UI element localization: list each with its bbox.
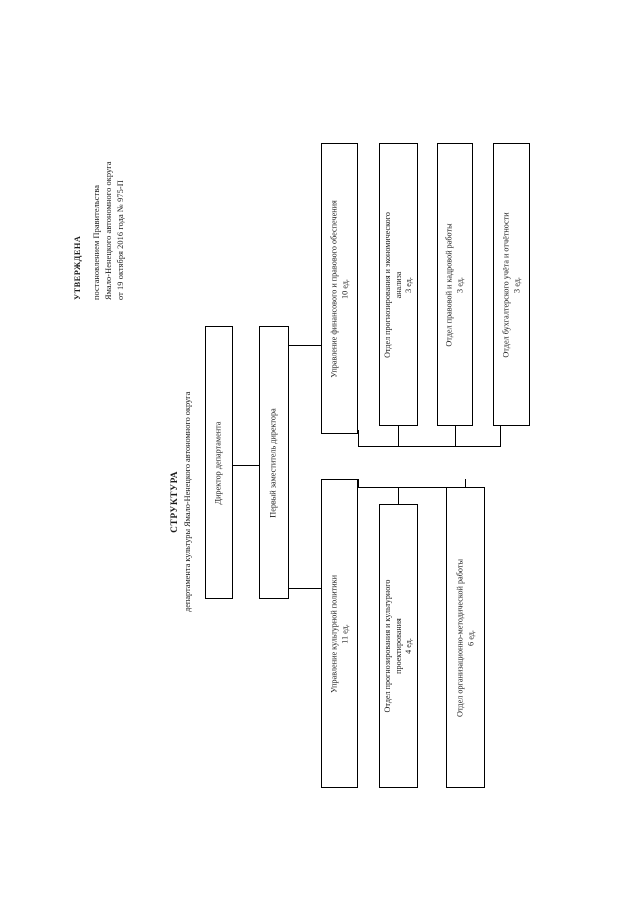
node-accounting-reporting-units: 3 ед. <box>511 276 521 293</box>
edge-fin-stem <box>358 430 359 447</box>
node-culture-policy-department-units: 11 ед. <box>339 623 349 644</box>
page-title: СТРУКТУРА <box>170 470 180 533</box>
node-accounting-reporting-label: Отдел бухгалтерского учёта и отчётности … <box>501 212 522 357</box>
node-accounting-reporting-name: Отдел бухгалтерского учёта и отчётности <box>500 211 510 358</box>
node-forecast-cultural-design-units: 4 ед. <box>403 638 413 654</box>
approval-line-2: Ямало-Ненецкого автономного округа <box>104 161 114 300</box>
node-director-label: Директор департамента <box>213 421 223 504</box>
node-legal-hr-work-name: Отдел правовой и кадровой работы <box>444 222 454 347</box>
node-legal-hr-work-label: Отдел правовой и кадровой работы 3 ед. <box>444 223 465 346</box>
approval-heading: УТВЕРЖДЕНА <box>73 235 82 300</box>
node-forecast-economic-analysis-units: 3 ед. <box>403 276 413 293</box>
edge-director-deputy <box>232 465 259 466</box>
node-forecast-economic-analysis-name-1: Отдел прогнозирования и экономического <box>382 211 392 358</box>
node-culture-policy-department-name: Управление культурной политики <box>328 574 338 693</box>
edge-deputy-to-cult <box>288 588 321 589</box>
edge-cult-d2-stem <box>465 479 466 488</box>
node-accounting-reporting[interactable]: Отдел бухгалтерского учёта и отчётности … <box>493 143 530 426</box>
node-forecast-cultural-design[interactable]: Отдел прогнозирования и культурного прое… <box>379 504 418 788</box>
node-organizational-methodical-work-units: 6 ед. <box>465 629 475 646</box>
node-forecast-economic-analysis[interactable]: Отдел прогнозирования и экономического а… <box>379 143 418 426</box>
edge-cult-bus <box>358 487 466 488</box>
approval-line-3: от 19 октября 2016 года № 975-П <box>116 180 126 300</box>
node-finance-department-units: 10 ед. <box>339 278 349 299</box>
document-title-block: СТРУКТУРА департамента культуры Ямало-Не… <box>168 392 195 612</box>
node-finance-department[interactable]: Управление финансового и правового обесп… <box>321 143 358 434</box>
node-deputy-director-label: Первый заместитель директора <box>268 407 278 518</box>
node-finance-department-label: Управление финансового и правового обесп… <box>329 200 350 377</box>
node-organizational-methodical-work-name: Отдел организационно-методической работы <box>454 558 464 717</box>
node-director[interactable]: Директор департамента <box>205 326 233 599</box>
node-culture-policy-department-label: Управление культурной политики 11 ед. <box>329 575 350 693</box>
node-forecast-cultural-design-name-2: проектирования <box>393 618 403 674</box>
edge-fin-d2-stem <box>455 426 456 447</box>
approval-line-1: постановлением Правительства <box>92 184 102 300</box>
node-organizational-methodical-work[interactable]: Отдел организационно-методической работы… <box>446 487 485 788</box>
node-deputy-director[interactable]: Первый заместитель директора <box>259 326 289 599</box>
edge-cult-d1-stem <box>398 487 399 504</box>
node-forecast-cultural-design-name-1: Отдел прогнозирования и культурного <box>382 579 392 713</box>
edge-fin-d1-stem <box>398 426 399 447</box>
approval-header: УТВЕРЖДЕНА постановлением Правительства … <box>72 161 127 300</box>
node-forecast-economic-analysis-label: Отдел прогнозирования и экономического а… <box>383 212 415 358</box>
node-finance-department-name: Управление финансового и правового обесп… <box>328 199 338 378</box>
node-organizational-methodical-work-label: Отдел организационно-методической работы… <box>455 559 476 717</box>
edge-deputy-to-fin <box>288 345 321 346</box>
node-legal-hr-work[interactable]: Отдел правовой и кадровой работы 3 ед. <box>437 143 473 426</box>
node-forecast-economic-analysis-name-2: анализа <box>393 271 403 298</box>
node-culture-policy-department[interactable]: Управление культурной политики 11 ед. <box>321 479 358 788</box>
edge-fin-d3-stem <box>500 426 501 447</box>
node-legal-hr-work-units: 3 ед. <box>455 276 464 293</box>
page-subtitle: департамента культуры Ямало-Ненецкого ав… <box>183 391 193 612</box>
node-forecast-cultural-design-label: Отдел прогнозирования и культурного прое… <box>383 580 415 713</box>
edge-cult-stem <box>358 479 359 488</box>
edge-fin-bus <box>358 446 500 447</box>
